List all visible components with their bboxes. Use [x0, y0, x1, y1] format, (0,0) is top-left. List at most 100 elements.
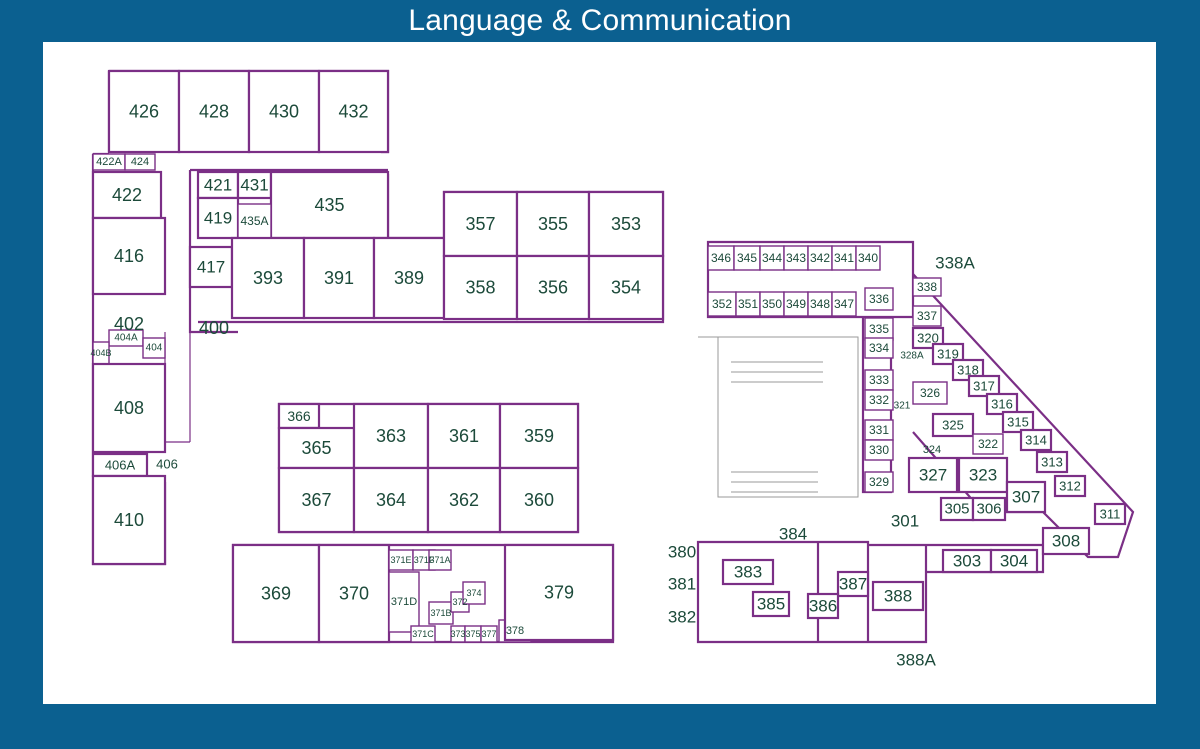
room-label-432: 432 — [338, 102, 368, 122]
room-label-363: 363 — [376, 426, 406, 446]
room-label-426: 426 — [129, 102, 159, 122]
room-label-369: 369 — [261, 584, 291, 604]
room-371d-outline — [388, 571, 420, 633]
corridor-west — [164, 332, 191, 443]
room-389-outline — [372, 236, 446, 320]
room-306-outline — [971, 496, 1007, 522]
room-label-419: 419 — [204, 209, 232, 228]
room-label-307: 307 — [1012, 488, 1040, 507]
room-label-358: 358 — [465, 278, 495, 298]
room-label-406: 406 — [156, 457, 178, 472]
room-label-346: 346 — [711, 251, 731, 265]
room-330-outline — [864, 439, 894, 461]
room-364-outline — [352, 466, 430, 534]
room-label-383: 383 — [734, 563, 762, 582]
room-label-387: 387 — [839, 575, 867, 594]
room-307-outline — [1005, 480, 1047, 514]
room-329-outline — [864, 471, 894, 493]
room-label-430: 430 — [269, 102, 299, 122]
room-label-315: 315 — [1007, 415, 1029, 430]
room-357-outline — [442, 190, 519, 258]
room-label-388: 388 — [884, 587, 912, 606]
room-377-outline — [480, 625, 498, 643]
room-371a-outline — [428, 549, 452, 571]
room-337-outline — [912, 305, 942, 327]
room-379-outline — [503, 543, 615, 642]
room-label-406a: 406A — [105, 458, 136, 473]
room-label-365: 365 — [301, 438, 331, 458]
room-340-outline — [855, 245, 881, 271]
room-label-379: 379 — [544, 583, 574, 603]
room-344-outline — [759, 245, 785, 271]
room-360-outline — [498, 466, 580, 534]
room-label-404a: 404A — [114, 333, 138, 344]
room-346-outline — [707, 245, 735, 271]
room-374-outline — [462, 581, 486, 605]
room-370-outline — [317, 543, 391, 644]
room-label-332: 332 — [869, 393, 889, 407]
room-342-outline — [807, 245, 833, 271]
room-label-361: 361 — [449, 426, 479, 446]
room-label-329: 329 — [869, 475, 889, 489]
room-334-outline — [864, 337, 894, 359]
room-424-outline — [124, 153, 156, 171]
room-label-308: 308 — [1052, 532, 1080, 551]
room-label-435a: 435A — [240, 214, 268, 228]
room-label-327: 327 — [919, 466, 947, 485]
room-label-428: 428 — [199, 102, 229, 122]
room-label-388a: 388A — [896, 651, 936, 670]
room-366-outline — [277, 402, 321, 430]
southeast-outline — [696, 540, 1045, 644]
room-label-354: 354 — [611, 278, 641, 298]
room-label-314: 314 — [1025, 433, 1047, 448]
room-322-outline — [972, 433, 1004, 455]
room-391-outline — [302, 236, 376, 320]
room-label-349: 349 — [786, 297, 806, 311]
room-336-outline — [864, 287, 894, 311]
room-387-outline — [836, 570, 870, 598]
room-label-355: 355 — [538, 214, 568, 234]
room-label-306: 306 — [976, 501, 1001, 518]
room-label-404b: 404B — [90, 348, 111, 358]
room-label-422a: 422A — [96, 156, 122, 168]
room-353-outline — [587, 190, 665, 258]
room-label-410: 410 — [114, 510, 144, 530]
room-383-outline — [721, 558, 775, 586]
room-323-outline — [957, 456, 1009, 494]
room-label-311: 311 — [1100, 507, 1121, 522]
rooms-layer — [91, 69, 1127, 644]
room-label-382: 382 — [668, 608, 696, 627]
room-338-outline — [912, 277, 942, 297]
room-label-422: 422 — [112, 185, 142, 205]
room-label-312: 312 — [1059, 479, 1081, 494]
room-label-345: 345 — [737, 251, 757, 265]
room-label-328a: 328A — [900, 351, 924, 362]
room-430-outline — [247, 69, 321, 154]
room-308-outline — [1041, 526, 1091, 556]
room-label-380: 380 — [668, 543, 696, 562]
room-label-385: 385 — [757, 595, 785, 614]
room-label-384: 384 — [779, 525, 807, 544]
room-label-337: 337 — [917, 309, 937, 323]
room-label-389: 389 — [394, 268, 424, 288]
room-label-343: 343 — [786, 251, 806, 265]
room-label-371e: 371E — [390, 555, 411, 565]
room-label-317: 317 — [973, 379, 995, 394]
room-label-362: 362 — [449, 490, 479, 510]
room-label-393: 393 — [253, 268, 283, 288]
room-354-outline — [587, 254, 665, 321]
room-label-330: 330 — [869, 443, 889, 457]
room-label-364: 364 — [376, 490, 406, 510]
room-label-371b: 371B — [430, 608, 451, 618]
room-label-377: 377 — [481, 629, 496, 639]
room-label-381: 381 — [668, 575, 696, 594]
room-label-334: 334 — [869, 341, 889, 355]
room-label-304: 304 — [1000, 552, 1028, 571]
room-label-305: 305 — [944, 501, 969, 518]
room-label-378: 378 — [506, 625, 524, 637]
room-417-outline — [188, 245, 234, 289]
room-label-321: 321 — [894, 401, 911, 412]
room-label-348: 348 — [810, 297, 830, 311]
